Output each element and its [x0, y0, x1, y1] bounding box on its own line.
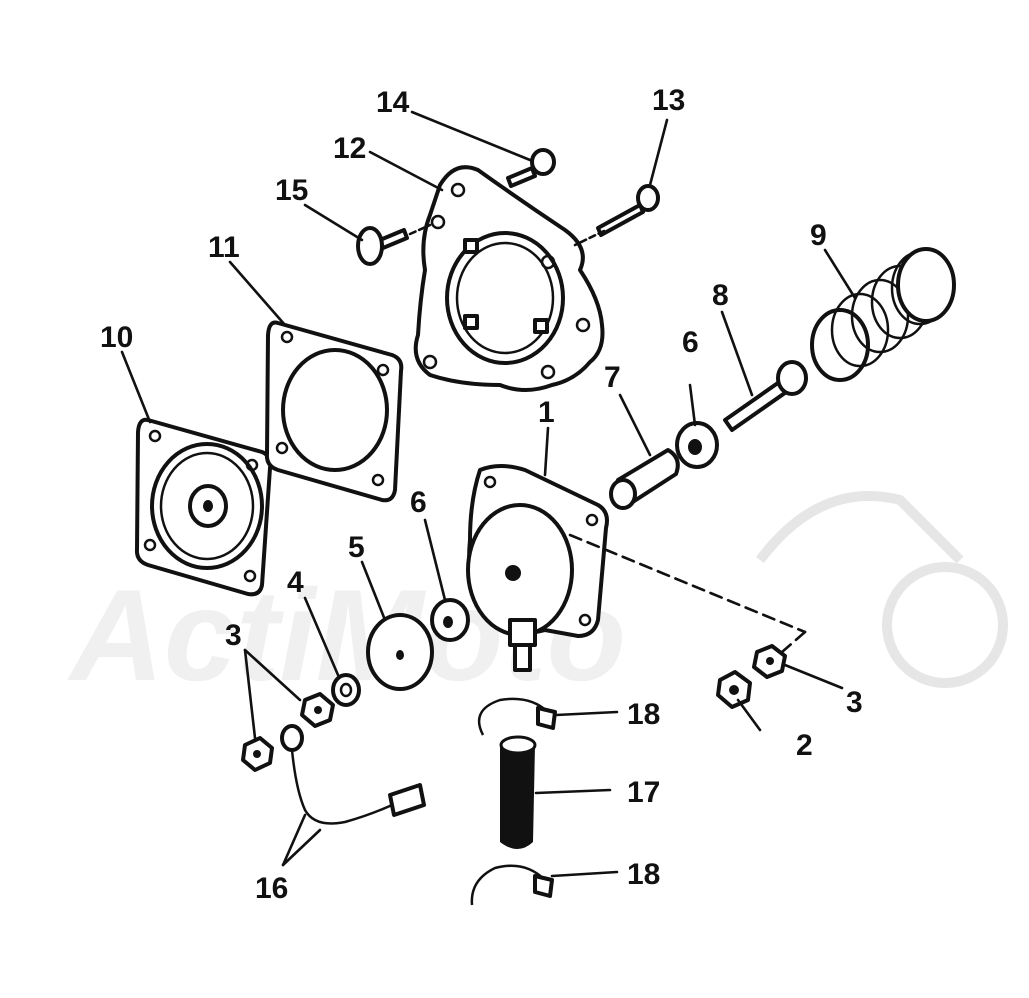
part-8-bolt — [723, 360, 808, 432]
callout-9: 9 — [810, 219, 827, 252]
part-18-clamp-lower — [470, 864, 554, 906]
part-2-nut — [716, 670, 752, 709]
part-5-disc — [366, 613, 434, 691]
part-3-nut-left-b — [241, 736, 274, 772]
callout-8: 8 — [712, 279, 729, 312]
part-14-screw — [506, 148, 556, 188]
part-12-cover-plate — [413, 165, 605, 392]
callout-7: 7 — [604, 361, 621, 394]
callout-11: 11 — [208, 231, 240, 264]
callout-3-right: 3 — [846, 686, 863, 719]
part-6-washer-lower — [430, 598, 470, 642]
callout-10: 10 — [100, 321, 133, 354]
part-6-washer-upper — [675, 421, 719, 469]
callout-17: 17 — [627, 776, 660, 809]
part-3-nut-left-a — [300, 692, 335, 728]
callout-5: 5 — [348, 531, 365, 564]
callout-12: 12 — [333, 132, 366, 165]
watermark-wheel — [882, 562, 1008, 688]
part-17-hose — [499, 735, 537, 849]
watermark-frame — [756, 491, 964, 564]
part-10-diaphragm — [134, 417, 273, 597]
part-9-spring — [810, 247, 956, 382]
callout-14: 14 — [376, 86, 410, 119]
part-18-clamp-upper — [477, 697, 557, 736]
part-3-nut-right — [752, 644, 787, 679]
callout-18-lower: 18 — [627, 858, 660, 891]
callout-3-left: 3 — [225, 619, 242, 652]
callout-4: 4 — [287, 566, 304, 599]
callout-6-lower: 6 — [410, 486, 427, 519]
callout-6-upper: 6 — [682, 326, 699, 359]
part-15-screw — [356, 223, 432, 266]
part-1-pump-body — [466, 464, 807, 672]
callout-1: 1 — [538, 396, 555, 429]
callout-13: 13 — [652, 84, 685, 117]
part-13-screw — [573, 184, 660, 247]
part-7-sleeve — [609, 448, 680, 510]
callout-2: 2 — [796, 729, 813, 762]
callout-15: 15 — [275, 174, 308, 207]
callout-16: 16 — [255, 872, 288, 905]
part-11-gasket — [264, 320, 404, 503]
part-4-washer — [331, 673, 361, 707]
leader-lines — [120, 110, 857, 878]
part-16-wire — [280, 724, 426, 825]
callout-18-upper: 18 — [627, 698, 660, 731]
